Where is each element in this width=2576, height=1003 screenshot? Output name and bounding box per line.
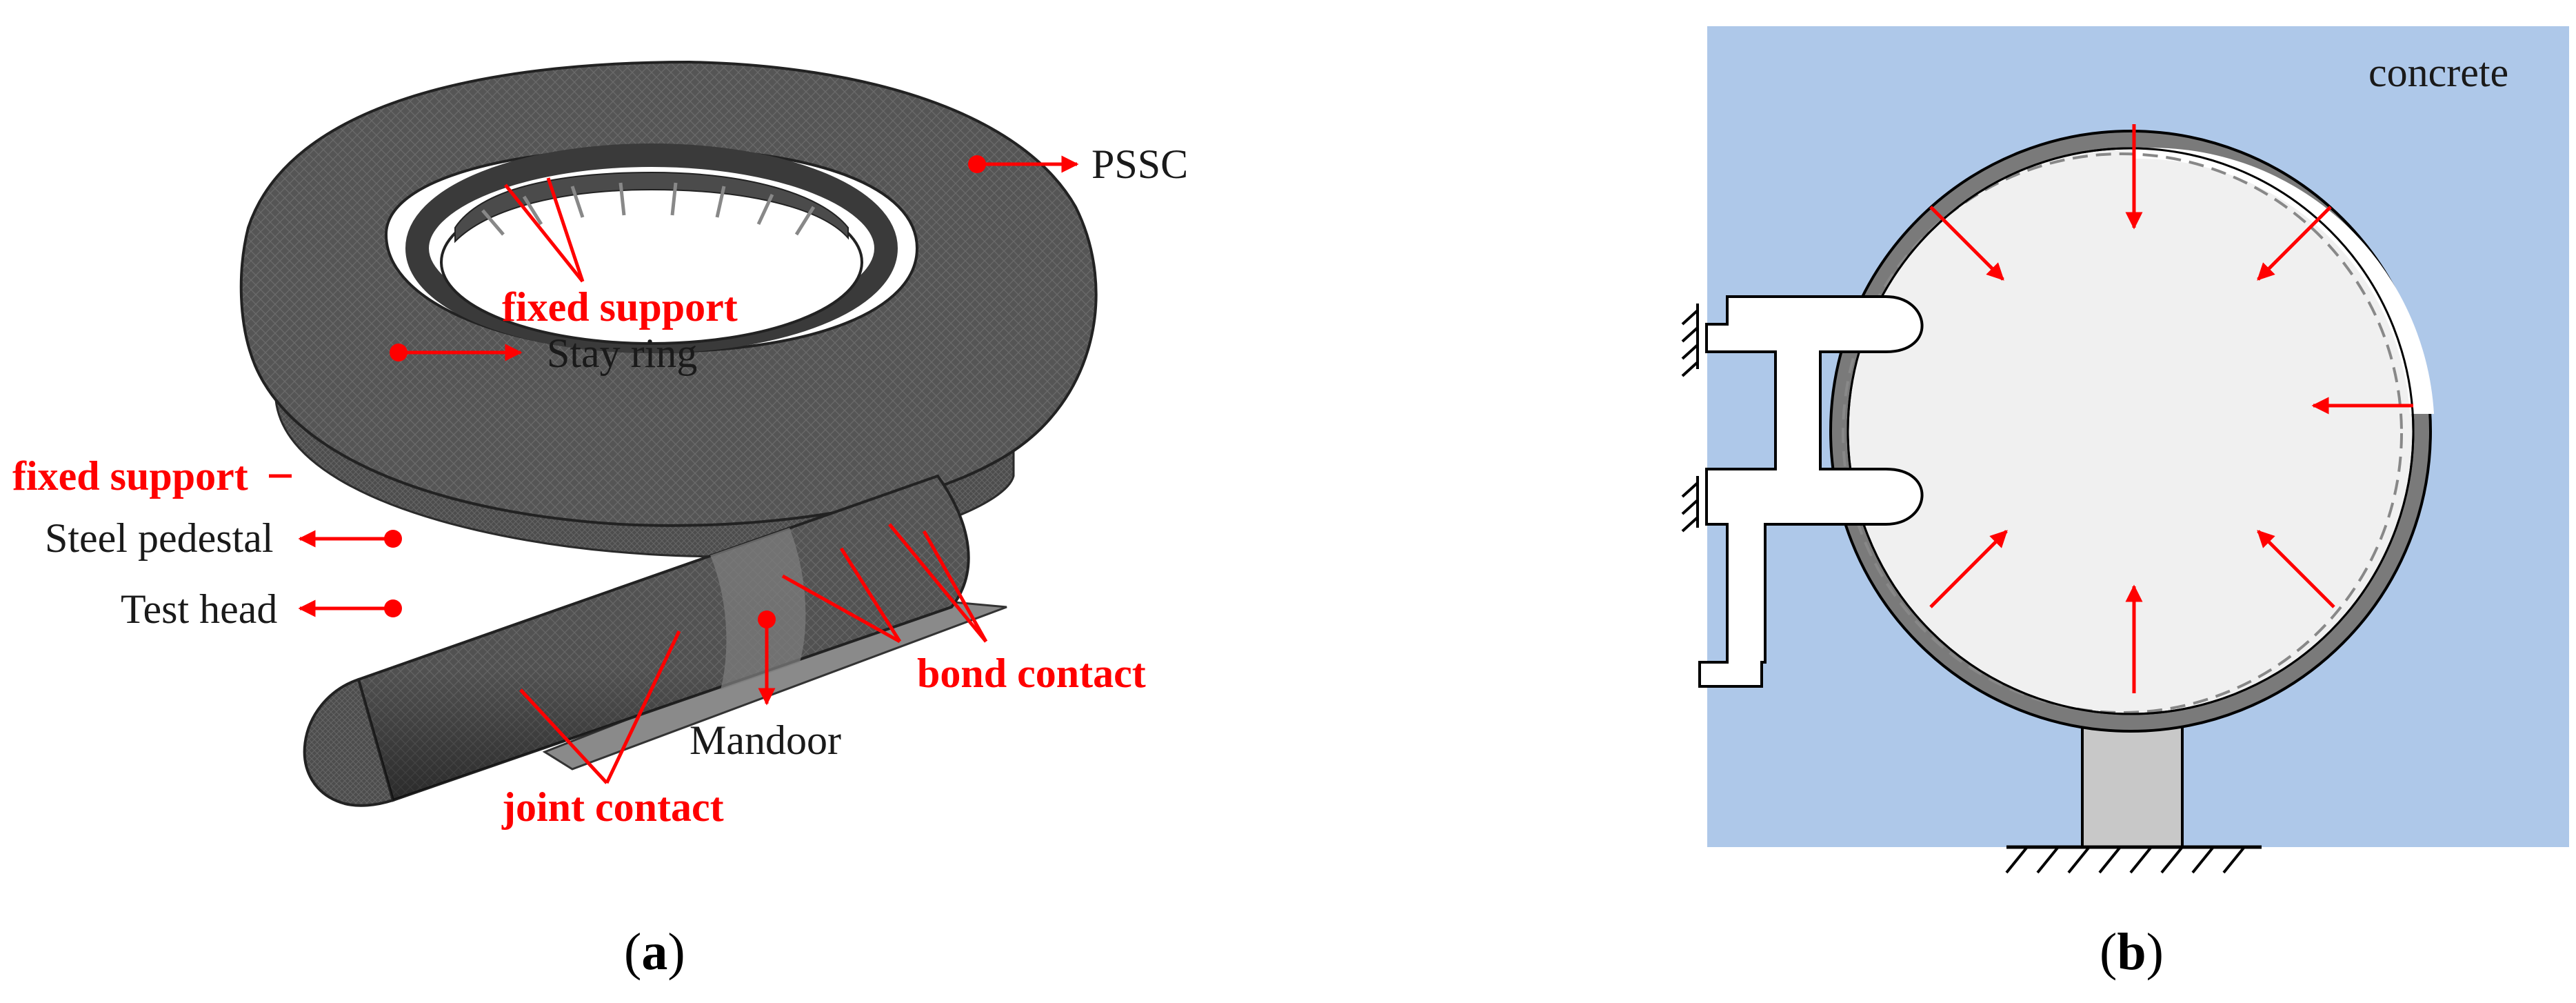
- panel-a: PSSC fixed support Stay ring fixed suppo…: [12, 60, 1188, 981]
- caption-b: (b): [2100, 923, 2164, 981]
- label-steel-pedestal: Steel pedestal: [45, 515, 274, 561]
- label-fixed-support-left: fixed support: [12, 453, 248, 499]
- label-joint-contact: joint contact: [501, 784, 724, 830]
- label-test-head: Test head: [121, 586, 277, 632]
- test-head-cap: [303, 677, 395, 807]
- ground-hatch: [2005, 846, 2246, 874]
- label-stay-ring: Stay ring: [547, 330, 697, 376]
- label-fixed-support-top: fixed support: [502, 284, 738, 330]
- annotations-a: PSSC fixed support Stay ring fixed suppo…: [12, 141, 1188, 830]
- label-pssc: PSSC: [1091, 141, 1188, 187]
- dashed-outline: [1842, 152, 2403, 714]
- label-bond-contact: bond contact: [917, 651, 1146, 696]
- mandoor-patch: [710, 528, 806, 690]
- fixed-hatch: [1681, 304, 1699, 533]
- gap-crescent: [2134, 148, 2434, 414]
- panel-b: concrete: [1681, 26, 2569, 981]
- pressure-arrows: [1929, 124, 2413, 693]
- stay-ring-section: [1698, 295, 1924, 688]
- label-mandoor: Mandoor: [690, 717, 841, 763]
- label-concrete: concrete: [2368, 50, 2508, 95]
- inlet-pipe: [303, 474, 970, 807]
- caption-a: (a): [624, 923, 685, 981]
